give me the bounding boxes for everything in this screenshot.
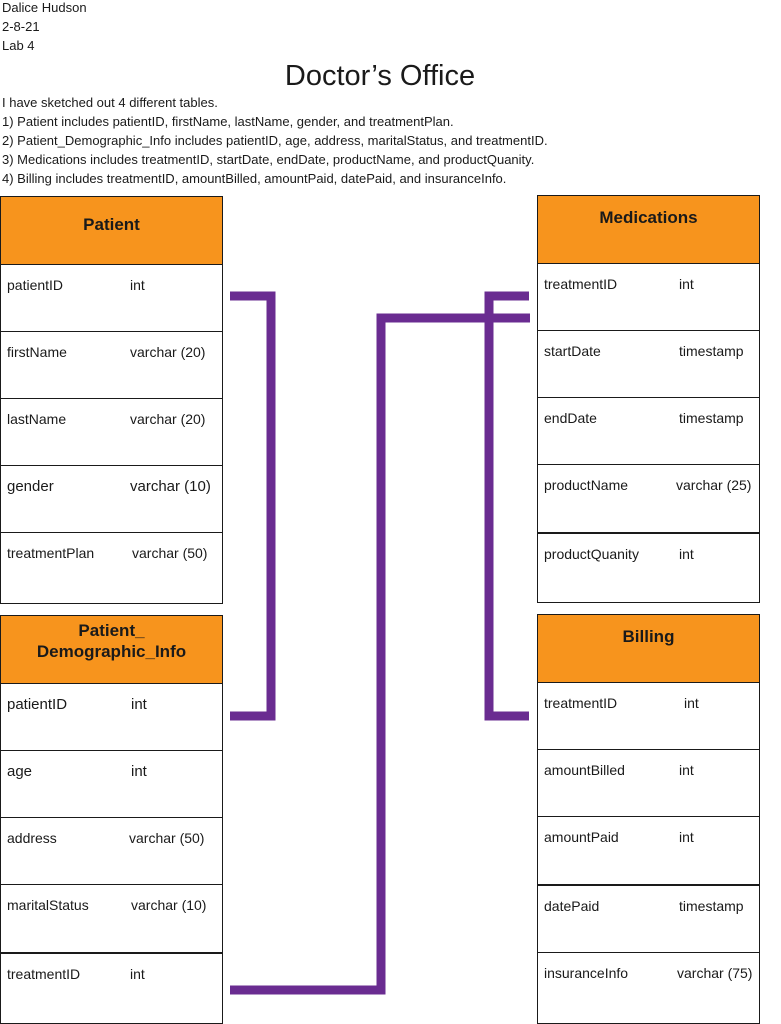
table-title-line-1: Patient_ — [78, 621, 145, 640]
field-name: address — [7, 830, 57, 846]
author-name: Dalice Hudson — [2, 0, 87, 15]
field-type: int — [130, 277, 145, 293]
table-row: treatmentID int — [537, 682, 760, 751]
field-name: lastName — [7, 411, 67, 427]
field-type: int — [684, 695, 699, 711]
intro-line: 2) Patient_Demographic_Info includes pat… — [2, 133, 548, 148]
table-row: patientID int — [0, 683, 223, 752]
table-row: productName varchar (25) — [537, 464, 760, 533]
table-header: Patient_ Demographic_Info — [0, 615, 223, 685]
table-row: treatmentID int — [0, 953, 223, 1024]
field-type: int — [679, 829, 694, 845]
table-title: Billing — [622, 627, 675, 646]
field-name: gender — [7, 478, 54, 495]
page-title: Doctor’s Office — [284, 60, 476, 92]
table-row: productQuanity int — [537, 533, 760, 603]
field-type: varchar (20) — [130, 344, 206, 360]
field-name: insuranceInfo — [544, 965, 629, 981]
intro-line: 4) Billing includes treatmentID, amountB… — [2, 171, 507, 186]
field-name: maritalStatus — [7, 897, 89, 913]
field-name: treatmentID — [544, 695, 618, 711]
table-row: treatmentID int — [537, 263, 760, 332]
table-row: age int — [0, 750, 223, 819]
field-name: startDate — [544, 343, 601, 359]
field-type: varchar (25) — [676, 477, 752, 493]
table-row: insuranceInfo varchar (75) — [537, 952, 760, 1024]
field-name: amountPaid — [544, 829, 619, 845]
table-row: amountBilled int — [537, 749, 760, 818]
field-type: varchar (10) — [131, 897, 207, 913]
table-row: gender varchar (10) — [0, 465, 223, 534]
intro-line: I have sketched out 4 different tables. — [2, 95, 218, 110]
medications-table: Medications treatmentID int startDate ti… — [537, 195, 760, 603]
table-row: address varchar (50) — [0, 817, 223, 886]
table-row: maritalStatus varchar (10) — [0, 884, 223, 953]
patient-demographic-info-table: Patient_ Demographic_Info patientID int … — [0, 615, 223, 1024]
field-type: varchar (75) — [677, 965, 753, 981]
table-row: firstName varchar (20) — [0, 331, 223, 400]
field-type: varchar (50) — [129, 830, 205, 846]
table-header: Billing — [537, 614, 760, 684]
table-row: endDate timestamp — [537, 397, 760, 466]
table-header: Patient — [0, 196, 223, 266]
medications-billing-connector — [484, 291, 529, 721]
field-type: timestamp — [679, 410, 744, 426]
intro-line: 3) Medications includes treatmentID, sta… — [2, 152, 535, 167]
field-type: int — [131, 696, 147, 713]
date-text: 2-8-21 — [2, 19, 40, 34]
table-row: treatmentPlan varchar (50) — [0, 532, 223, 604]
field-type: int — [130, 966, 145, 982]
field-name: amountBilled — [544, 762, 625, 778]
table-row: patientID int — [0, 264, 223, 333]
field-name: firstName — [7, 344, 67, 360]
field-type: int — [679, 276, 694, 292]
field-name: treatmentID — [7, 966, 81, 982]
table-title: Medications — [599, 208, 698, 227]
field-type: varchar (20) — [130, 411, 206, 427]
field-name: treatmentID — [544, 276, 618, 292]
field-name: age — [7, 763, 33, 780]
billing-table: Billing treatmentID int amountBilled int… — [537, 614, 760, 1024]
table-row: lastName varchar (20) — [0, 398, 223, 467]
field-name: patientID — [7, 277, 64, 293]
patient-table: Patient patientID int firstName varchar … — [0, 196, 223, 604]
field-type: int — [679, 546, 694, 562]
table-title-line-2: Demographic_Info — [36, 642, 187, 661]
field-name: productQuanity — [544, 546, 639, 562]
field-type: timestamp — [679, 898, 744, 914]
field-type: int — [131, 763, 147, 780]
field-type: varchar (10) — [130, 478, 211, 495]
intro-line: 1) Patient includes patientID, firstName… — [2, 114, 454, 129]
lab-label: Lab 4 — [2, 38, 35, 53]
field-type: timestamp — [679, 343, 744, 359]
table-title: Patient — [83, 215, 140, 234]
field-name: datePaid — [544, 898, 600, 914]
field-name: productName — [544, 477, 629, 493]
field-type: varchar (50) — [132, 545, 208, 561]
table-row: amountPaid int — [537, 816, 760, 885]
table-row: startDate timestamp — [537, 330, 760, 399]
patient-id-connector — [230, 291, 276, 721]
table-header: Medications — [537, 195, 760, 265]
field-name: treatmentPlan — [7, 545, 95, 561]
treatment-id-connector — [230, 313, 530, 995]
field-name: patientID — [7, 696, 68, 713]
field-type: int — [679, 762, 694, 778]
table-row: datePaid timestamp — [537, 885, 760, 954]
field-name: endDate — [544, 410, 597, 426]
